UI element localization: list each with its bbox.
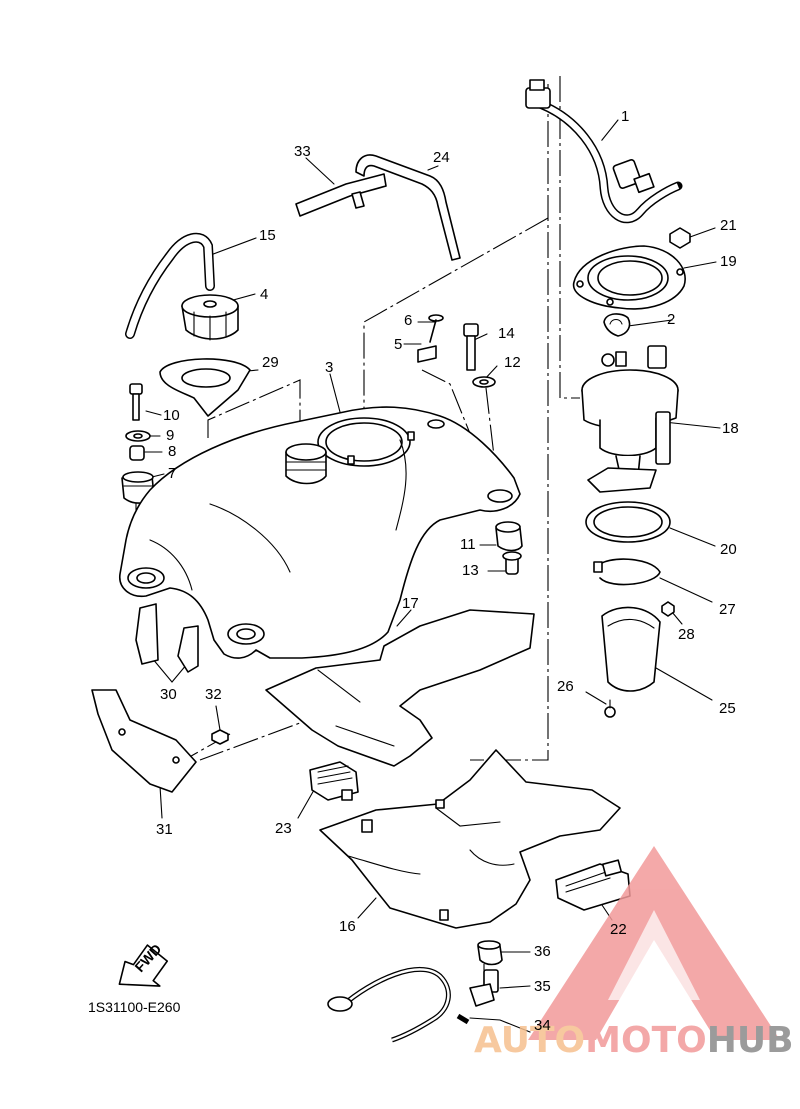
damper-11 xyxy=(495,521,523,552)
callout-6: 6 xyxy=(404,312,412,329)
callout-17: 17 xyxy=(402,595,419,612)
insulator-17 xyxy=(265,609,535,767)
nut-21 xyxy=(669,227,691,249)
callout-12: 12 xyxy=(504,354,521,371)
callout-15: 15 xyxy=(259,227,276,244)
bracket-33 xyxy=(295,173,387,217)
collar-8 xyxy=(129,445,145,461)
callout-11: 11 xyxy=(460,536,476,553)
callout-32: 32 xyxy=(205,686,222,703)
forward-direction-arrow: FWD xyxy=(118,941,169,987)
nut-28 xyxy=(661,601,675,617)
washer-12 xyxy=(472,376,496,388)
callout-26: 26 xyxy=(557,678,574,695)
callout-25: 25 xyxy=(719,700,736,717)
callout-35: 35 xyxy=(534,978,551,995)
callout-5: 5 xyxy=(394,336,402,353)
callout-34: 34 xyxy=(534,1017,551,1034)
bolt-14 xyxy=(463,323,479,371)
callout-23: 23 xyxy=(275,820,292,837)
callout-3: 3 xyxy=(325,359,333,376)
hose-24 xyxy=(355,154,461,261)
callout-18: 18 xyxy=(722,420,739,437)
watermark-logo: AUTOMOTOHUB xyxy=(474,846,794,1061)
callout-9: 9 xyxy=(166,427,174,444)
filter-cover-25 xyxy=(601,606,661,692)
callout-1: 1 xyxy=(621,108,629,125)
callout-10: 10 xyxy=(163,407,180,424)
callout-7: 7 xyxy=(168,465,176,482)
callout-4: 4 xyxy=(260,286,268,303)
callout-29: 29 xyxy=(262,354,279,371)
callout-27: 27 xyxy=(719,601,736,618)
band-27 xyxy=(593,558,661,586)
fuel-pump-18 xyxy=(581,345,679,493)
callout-labels: 1 2 3 4 5 6 7 8 9 10 11 12 13 14 15 16 1… xyxy=(156,108,739,1034)
callout-36: 36 xyxy=(534,943,551,960)
regulator-23 xyxy=(309,761,359,801)
callout-31: 31 xyxy=(156,821,173,838)
bolt-10 xyxy=(129,383,143,421)
watermark-hub: HUB xyxy=(707,1020,794,1061)
collar-5 xyxy=(417,345,437,363)
watermark-moto: MOTO xyxy=(585,1020,707,1061)
damper-7 xyxy=(121,471,155,504)
watermark-auto: AUTO xyxy=(474,1020,585,1061)
joint-35 xyxy=(469,969,499,1007)
grommet-36 xyxy=(477,940,503,966)
damper-30 xyxy=(135,603,199,673)
callout-2: 2 xyxy=(667,311,675,328)
hose-clip-2 xyxy=(603,313,631,337)
oring-20 xyxy=(585,501,671,543)
svg-text:AUTOMOTOHUB: AUTOMOTOHUB xyxy=(474,1020,794,1061)
fuel-tank-3 xyxy=(119,406,521,659)
callout-20: 20 xyxy=(720,541,737,558)
callout-28: 28 xyxy=(678,626,695,643)
under-tray-16 xyxy=(319,749,621,929)
washer-9 xyxy=(125,430,151,442)
callout-19: 19 xyxy=(720,253,737,270)
callout-8: 8 xyxy=(168,443,176,460)
collar-13 xyxy=(502,551,522,575)
side-cover-31 xyxy=(91,689,197,793)
callout-14: 14 xyxy=(498,325,515,342)
drain-hose-34 xyxy=(327,966,470,1043)
breather-hose-15 xyxy=(125,232,215,339)
callout-16: 16 xyxy=(339,918,356,935)
callout-30: 30 xyxy=(160,686,177,703)
callout-22: 22 xyxy=(610,921,627,938)
diagram-code: 1S31100-E260 xyxy=(88,999,181,1015)
fuel-hose-assembly xyxy=(525,79,683,224)
screw-26 xyxy=(604,699,616,718)
callout-24: 24 xyxy=(433,149,450,166)
callout-13: 13 xyxy=(462,562,479,579)
callout-21: 21 xyxy=(720,217,737,234)
screw-32 xyxy=(211,729,229,745)
fuel-cap-4 xyxy=(181,294,239,341)
cap-seat-29 xyxy=(159,358,251,417)
screw-6 xyxy=(428,314,444,343)
fuel-pump-cover-plate xyxy=(572,245,686,310)
callout-33: 33 xyxy=(294,143,311,160)
